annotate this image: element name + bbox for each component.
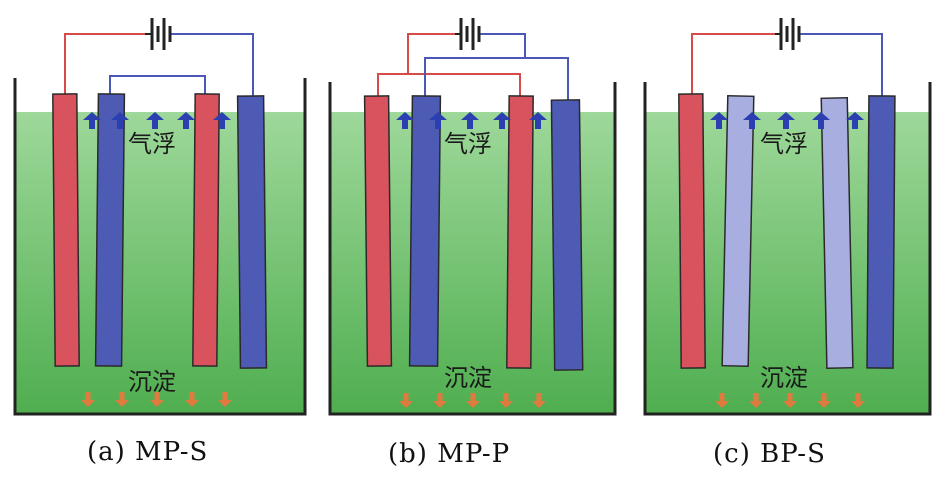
- circuit-wiring: [691, 33, 883, 98]
- positive-wire: [407, 33, 455, 74]
- up-arrow-icon: [777, 112, 795, 129]
- anode-electrode: [52, 93, 80, 367]
- panel-bp-s: 气浮 沉淀 (c) BP-S: [643, 18, 932, 469]
- tank-wall: [643, 82, 932, 416]
- down-arrow-icon: [81, 392, 95, 407]
- up-arrow-icon: [111, 112, 129, 129]
- sediment-label: 沉淀: [760, 364, 808, 392]
- up-arrow-icon: [146, 112, 164, 129]
- down-arrow-icon: [715, 393, 729, 408]
- down-arrow-icon: [749, 393, 763, 408]
- circuit-wiring: [64, 33, 254, 96]
- down-arrow-icon: [532, 393, 546, 408]
- cathode-electrode: [550, 99, 584, 371]
- negative-wire: [170, 33, 254, 96]
- down-arrow-icon: [466, 393, 480, 408]
- down-arrow-icon: [115, 392, 129, 407]
- cathode-electrode: [236, 95, 268, 369]
- battery-icon: [145, 18, 172, 50]
- panel-caption: (b) MP-P: [388, 439, 510, 469]
- tank-wall: [13, 78, 307, 416]
- up-arrow-icon: [177, 112, 195, 129]
- down-arrow-icon: [218, 392, 232, 407]
- up-arrow-icon: [213, 112, 231, 129]
- panel-mp-p: 气浮 沉淀 (b) MP-P: [328, 18, 617, 469]
- bipolar-electrode: [721, 94, 755, 368]
- cathode-electrode: [94, 93, 126, 367]
- down-arrow-icon: [783, 393, 797, 408]
- battery-icon: [455, 18, 481, 50]
- down-arrow-icon: [150, 392, 164, 407]
- down-arrow-icon: [399, 393, 413, 408]
- up-arrow-icon: [743, 112, 761, 129]
- anode-electrode: [192, 93, 220, 367]
- down-arrow-icon: [499, 393, 513, 408]
- float-label: 气浮: [760, 130, 808, 158]
- positive-wire: [64, 33, 145, 96]
- connector-wire: [109, 75, 206, 96]
- battery-icon: [775, 18, 801, 50]
- cathode-electrode: [408, 95, 442, 367]
- anode-electrode: [678, 93, 706, 369]
- up-arrow-icon: [529, 112, 547, 129]
- up-arrow-icon: [493, 112, 511, 129]
- anode-electrode: [506, 95, 534, 369]
- positive-wire: [377, 73, 521, 98]
- float-label: 气浮: [128, 130, 176, 158]
- sediment-label: 沉淀: [444, 364, 492, 392]
- up-arrow-icon: [846, 112, 864, 129]
- up-arrow-icon: [461, 112, 479, 129]
- up-arrow-icon: [812, 112, 830, 129]
- up-arrow-icon: [429, 112, 447, 129]
- down-arrow-icon: [851, 393, 865, 408]
- anode-electrode: [363, 95, 393, 367]
- bipolar-electrode: [820, 96, 854, 370]
- down-arrow-icon: [433, 393, 447, 408]
- down-arrow-icon: [185, 392, 199, 407]
- tank-wall: [328, 82, 617, 416]
- panel-caption: (c) BP-S: [713, 439, 826, 469]
- negative-wire: [800, 33, 883, 98]
- float-label: 气浮: [444, 130, 492, 158]
- positive-wire: [691, 33, 775, 96]
- sediment-label: 沉淀: [128, 368, 176, 396]
- panel-caption: (a) MP-S: [87, 437, 208, 467]
- negative-wire: [424, 33, 526, 98]
- cathode-electrode: [866, 95, 896, 369]
- up-arrow-icon: [83, 112, 101, 129]
- up-arrow-icon: [710, 112, 728, 129]
- panel-mp-s: 气浮 沉淀 (a) MP-S: [13, 18, 307, 467]
- circuit-wiring: [377, 33, 569, 100]
- up-arrow-icon: [396, 112, 414, 129]
- negative-wire: [525, 57, 569, 100]
- down-arrow-icon: [817, 393, 831, 408]
